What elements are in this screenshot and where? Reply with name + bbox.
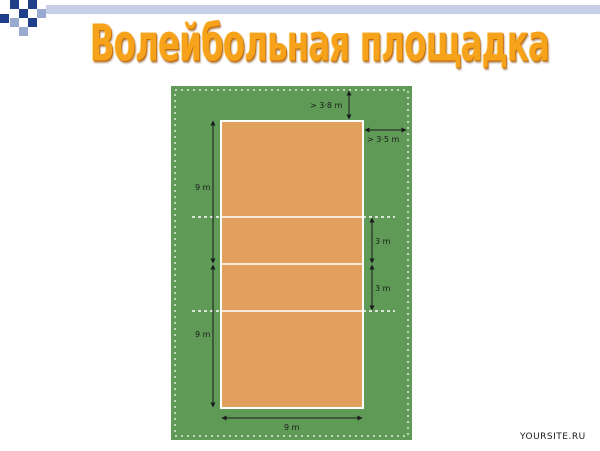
deco-bar [46, 5, 600, 14]
deco-square [0, 14, 9, 23]
deco-square [10, 0, 19, 9]
deco-square [19, 27, 28, 36]
label-half-length-bottom: 9 m [195, 330, 211, 339]
watermark: YOURSITE.RU [520, 432, 586, 442]
deco-square [28, 18, 37, 27]
deco-square [37, 9, 46, 18]
slide-title: Волейбольная площадка [90, 13, 550, 73]
deco-square [10, 18, 19, 27]
label-half-length-top: 9 m [195, 183, 211, 192]
label-court-width: 9 m [284, 423, 300, 432]
deco-square [19, 9, 28, 18]
free-zone-border [174, 89, 409, 437]
label-attack-zone-bottom: 3 m [375, 284, 391, 293]
label-free-zone-side: > 3·5 m [367, 135, 400, 144]
label-attack-zone-top: 3 m [375, 237, 391, 246]
label-free-zone-end: > 3·8 m [310, 101, 343, 110]
deco-square [28, 0, 37, 9]
